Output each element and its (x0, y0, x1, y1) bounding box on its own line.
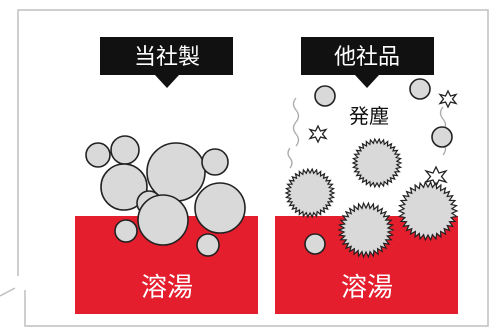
particle (137, 194, 189, 246)
particle (304, 233, 326, 255)
spiky-particle (284, 167, 336, 219)
melt-label-ours: 溶湯 (141, 273, 193, 303)
particle (110, 135, 140, 165)
ours-label-box (100, 37, 233, 75)
dust-star-icon (308, 124, 328, 144)
particle (314, 85, 336, 107)
spiky-particle (351, 137, 403, 189)
smooth-particles (85, 135, 246, 257)
particle (201, 148, 229, 176)
particle (100, 163, 148, 211)
spiky-particle (337, 201, 395, 259)
particle (85, 142, 111, 168)
melt-label-others: 溶湯 (341, 273, 393, 303)
particle (409, 78, 431, 100)
particle (194, 182, 246, 234)
frame-notch (0, 287, 16, 297)
callout-pointer-icon (355, 75, 379, 88)
others-label-box (301, 37, 434, 75)
others-label: 他社品 (334, 45, 400, 70)
dust-label: 発塵 (349, 104, 389, 128)
spiky-particles (284, 137, 459, 259)
particle (114, 219, 138, 243)
smooth-particles (304, 78, 453, 255)
outer-frame (17, 9, 489, 327)
particle (196, 233, 220, 257)
ours-label: 当社製 (134, 45, 200, 70)
ours-panel: 溶湯 当社製 (75, 37, 258, 314)
particle (431, 126, 453, 148)
callout-pointer-icon (155, 75, 179, 88)
dust-star-icon (438, 89, 458, 109)
others-panel: 溶湯 他社品 発塵 (275, 37, 459, 314)
spiky-particle (397, 180, 459, 242)
dust-star-icons (308, 89, 458, 188)
